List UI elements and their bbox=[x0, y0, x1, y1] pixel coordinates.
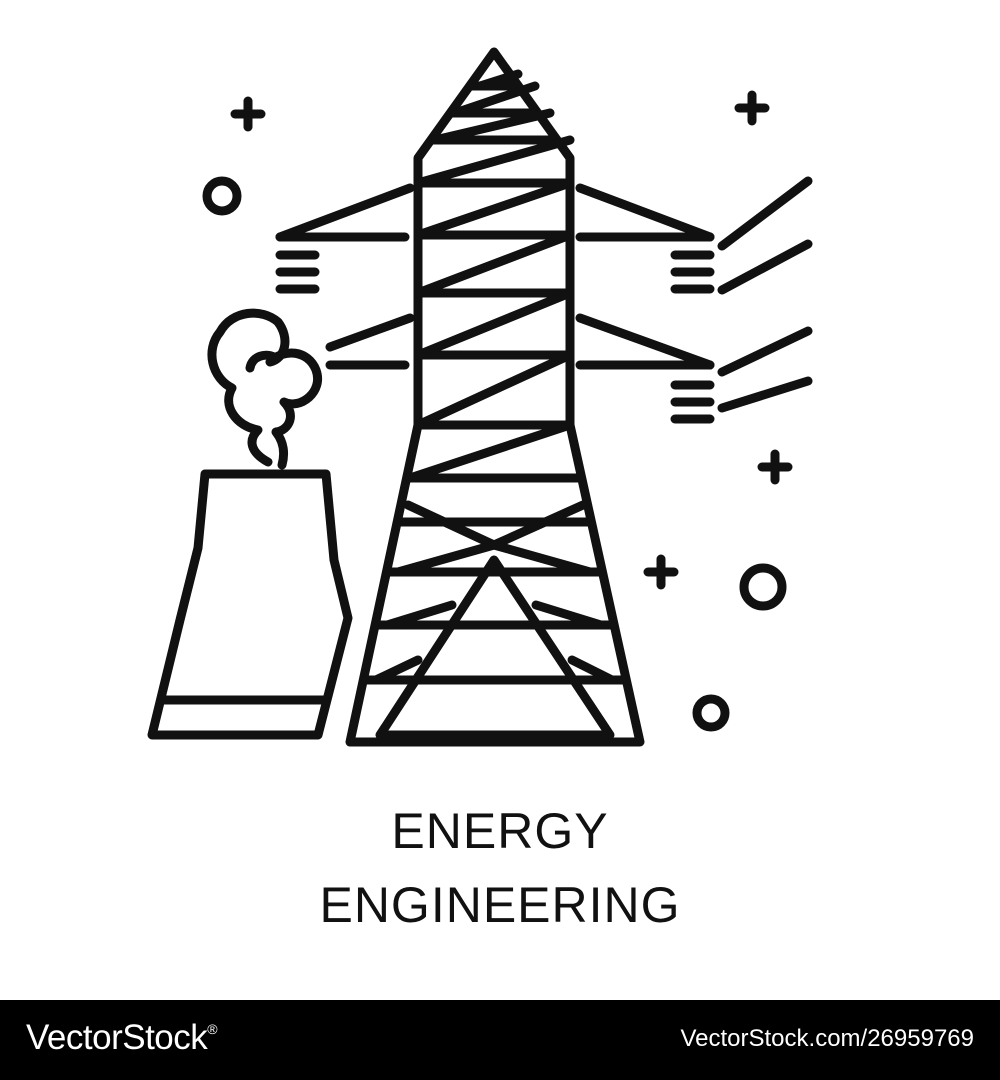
illustration bbox=[147, 47, 813, 747]
circle-sparkle-icon bbox=[202, 176, 787, 732]
smoke-icon bbox=[207, 308, 323, 470]
insulators bbox=[275, 250, 715, 424]
caption-title-line-2: ENGINEERING bbox=[319, 877, 681, 933]
plus-sparkle-icon bbox=[230, 90, 793, 590]
watermark-brand-text: VectorStock bbox=[26, 1018, 208, 1057]
power-line-icon bbox=[717, 176, 813, 413]
transmission-tower-icon bbox=[345, 47, 645, 747]
watermark-brand: VectorStock® bbox=[26, 1018, 218, 1057]
registered-mark: ® bbox=[207, 1021, 218, 1037]
cooling-tower-icon bbox=[147, 469, 353, 740]
watermark-url: VectorStock.com/26959769 bbox=[680, 1025, 974, 1052]
caption-title-line-1: ENERGY bbox=[391, 803, 609, 859]
cross-arms bbox=[275, 183, 715, 370]
energy-illustration-svg bbox=[147, 47, 813, 747]
watermark-footer-bar: VectorStock® VectorStock.com/26959769 bbox=[0, 1000, 1000, 1080]
